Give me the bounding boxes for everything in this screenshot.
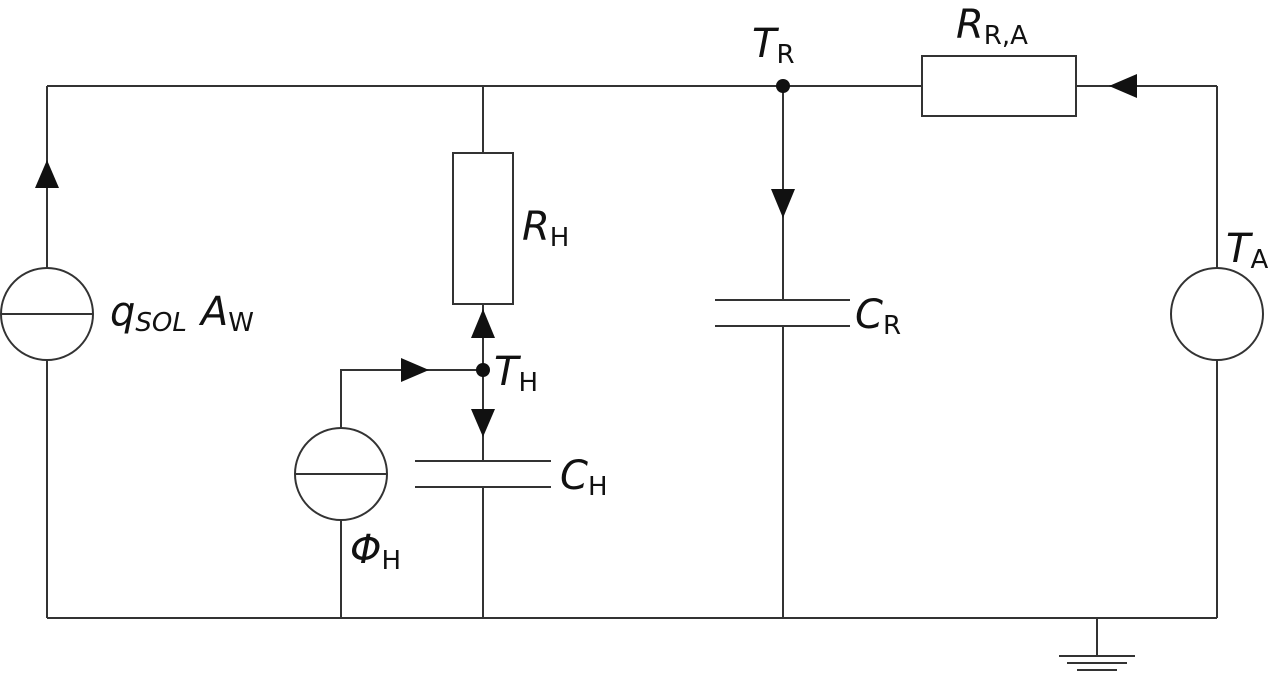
- label-phi-sub: H: [381, 546, 401, 576]
- label-ta-sub: A: [1250, 245, 1268, 275]
- label-cr: CR: [855, 292, 901, 341]
- label-rra-sub: R,A: [984, 21, 1028, 51]
- label-tr-main: T: [752, 21, 780, 67]
- label-th-sub: H: [518, 368, 538, 398]
- label-aw-sub: W: [228, 308, 254, 338]
- temperature-source-ta-circle: [1170, 267, 1264, 361]
- temperature-source-ta: [1170, 267, 1264, 361]
- ground-symbol: [1059, 655, 1135, 671]
- capacitor-ch: [415, 460, 551, 488]
- label-cr-sub: R: [883, 311, 901, 341]
- label-qsol-main: q: [110, 289, 135, 335]
- resistor-rh: [452, 152, 514, 305]
- label-rh: RH: [522, 204, 569, 253]
- label-phi: ΦH: [350, 527, 401, 576]
- node-tr: [776, 79, 790, 93]
- wires: [46, 85, 1218, 655]
- arrow-up-rh: [471, 309, 495, 338]
- arrow-right-phi: [401, 358, 429, 382]
- resistor-rra: [921, 55, 1077, 117]
- arrow-down-cr: [771, 189, 795, 218]
- label-th-main: T: [494, 349, 522, 395]
- label-ta: TA: [1226, 226, 1268, 275]
- arrow-up-left: [35, 160, 59, 188]
- label-rra-main: R: [956, 2, 984, 48]
- label-rra: RR,A: [956, 2, 1028, 51]
- label-aw-main: A: [198, 289, 228, 335]
- arrow-down-ch: [471, 409, 495, 437]
- phi-source-wire-top: [340, 369, 483, 428]
- label-th: TH: [494, 349, 538, 398]
- label-rh-sub: H: [550, 223, 570, 253]
- label-phi-main: Φ: [350, 527, 381, 573]
- heat-source-qsol: [0, 267, 94, 361]
- label-qsol-aw: qSOL AW: [110, 289, 254, 338]
- capacitor-cr: [715, 299, 850, 327]
- label-tr-sub: R: [776, 40, 794, 70]
- label-ta-main: T: [1226, 226, 1254, 272]
- label-tr: TR: [752, 21, 795, 70]
- heat-source-phi: [294, 427, 388, 521]
- label-rh-main: R: [522, 204, 550, 250]
- label-cr-main: C: [855, 292, 883, 338]
- label-ch-sub: H: [588, 472, 608, 502]
- node-th: [476, 363, 490, 377]
- label-qsol-sub: SOL: [135, 308, 186, 338]
- arrow-left-top-right: [1109, 74, 1137, 98]
- label-ch-main: C: [560, 453, 588, 499]
- label-ch: CH: [560, 453, 608, 502]
